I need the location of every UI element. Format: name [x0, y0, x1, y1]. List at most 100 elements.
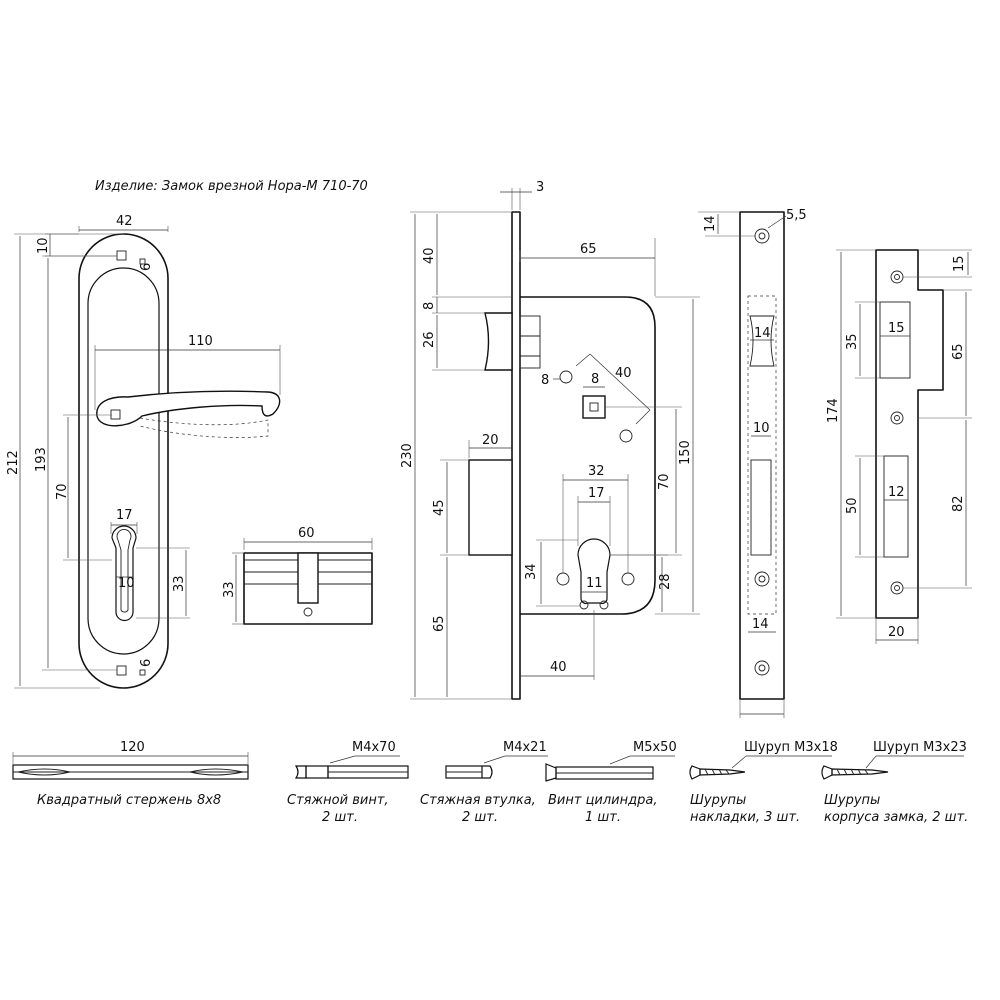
dim-handle-bottom-small: 6 [139, 659, 154, 667]
dim-screw-offset: 40 [615, 366, 632, 381]
dim-spindle-square: 8 [591, 372, 599, 387]
dim-handle-cyl-height: 33 [172, 575, 187, 592]
sleeve-m4x21-size: М4х21 [503, 740, 547, 755]
woodscrew-m3x18-caption: Шурупы [690, 793, 746, 808]
screw-m5x50-qty: 1 шт. [585, 810, 621, 825]
dim-latch-gap: 8 [422, 302, 437, 310]
handle-keyhole [111, 525, 137, 622]
lock-faceplate [511, 211, 521, 700]
spindle-hub [582, 395, 606, 419]
sleeve-m4x21-qty: 2 шт. [462, 810, 498, 825]
dim-lock-total-height: 230 [400, 443, 415, 468]
dim-strike-top-offset: 15 [952, 255, 967, 272]
dim-strike-upper-span: 65 [951, 343, 966, 360]
dim-strike-latch-height: 35 [845, 333, 860, 350]
dim-spindle-hole: 8 [541, 373, 549, 388]
dim-lock-cyl-width: 17 [588, 486, 605, 501]
lock-body: 3 65 40 8 26 230 8 8 40 20 45 65 [400, 180, 700, 700]
dim-strike-lower-span: 82 [951, 495, 966, 512]
dim-strike-latch-width: 15 [888, 321, 905, 336]
parts-row: 120 Квадратный стержень 8х8 М4х70 Стяжно… [12, 740, 968, 825]
dead-bolt [468, 459, 513, 556]
dim-faceplate-latch: 14 [754, 326, 771, 341]
dim-backset: 40 [550, 660, 567, 675]
part-woodscrew-m3x18: Шуруп М3х18 Шурупы накладки, 3 шт. [689, 740, 838, 825]
woodscrew-m3x23-size: Шуруп М3х23 [873, 740, 967, 755]
faceplate-bolt-slot [750, 459, 772, 556]
dim-cylinder-height: 33 [222, 581, 237, 598]
lock-cylinder-cutout [577, 538, 611, 605]
cylinder-cam [297, 552, 319, 604]
dim-bolt-to-bottom: 65 [432, 615, 447, 632]
latch-bolt [484, 312, 513, 371]
dim-lever-to-cylinder: 70 [55, 483, 70, 500]
screw-m4x70-qty: 2 шт. [322, 810, 358, 825]
dim-strike-bolt-height: 50 [845, 497, 860, 514]
spindle-square [110, 409, 121, 420]
dim-handle-cyl-width: 17 [116, 508, 133, 523]
screw-m5x50-size: М5х50 [633, 740, 677, 755]
top-screw-square [116, 250, 127, 261]
faceplate-front: 14 5,5 14 10 14 [698, 208, 807, 718]
part-screw-m4x70: М4х70 Стяжной винт, 2 шт. [287, 740, 409, 825]
dim-strike-bolt-width: 12 [888, 485, 905, 500]
dim-faceplate-bottom: 14 [752, 617, 769, 632]
faceplate-strip [739, 211, 785, 700]
dim-cylinder-length: 60 [298, 526, 315, 541]
woodscrew-m3x18-qty: накладки, 3 шт. [690, 810, 800, 825]
product-title: Изделие: Замок врезной Нора-М 710-70 [95, 179, 368, 194]
lever-handle [96, 390, 281, 427]
dim-bolt-width: 20 [482, 433, 499, 448]
dim-faceplate-bolt: 10 [753, 421, 770, 436]
spindle-size: 120 [120, 740, 145, 755]
dim-handle-total-height: 212 [6, 450, 21, 475]
lock-case [520, 296, 656, 615]
part-sleeve-m4x21: М4х21 Стяжная втулка, 2 шт. [420, 740, 548, 825]
dim-handle-top-small: 6 [139, 263, 154, 271]
dim-center-distance: 70 [657, 473, 672, 490]
dim-faceplate-top-offset: 14 [703, 215, 718, 232]
strike-bolt-opening [883, 455, 909, 558]
dim-faceplate-thickness: 3 [536, 180, 544, 195]
woodscrew-m3x18-size: Шуруп М3х18 [744, 740, 838, 755]
woodscrew-m3x23-caption: Шурупы [824, 793, 880, 808]
fixing-hole-upper [559, 370, 573, 384]
woodscrew-m3x23-qty: корпуса замка, 2 шт. [824, 810, 968, 825]
screw-m4x70-size: М4х70 [352, 740, 396, 755]
part-spindle: 120 Квадратный стержень 8х8 [12, 740, 249, 808]
faceplate-hole-top [754, 228, 770, 244]
dim-handle-cyl-pin: 10 [118, 576, 135, 591]
bottom-screw-square [116, 665, 127, 676]
part-screw-m5x50: М5х50 Винт цилиндра, 1 шт. [545, 740, 677, 825]
faceplate-hole-bottom [754, 660, 770, 676]
dim-lock-cyl-pin: 11 [586, 576, 603, 591]
dim-cyl-spacing: 32 [588, 464, 605, 479]
sleeve-m4x21-caption: Стяжная втулка, [420, 793, 536, 808]
cyl-side-hole-left [556, 572, 570, 586]
part-woodscrew-m3x23: Шуруп М3х23 Шурупы корпуса замка, 2 шт. [821, 740, 968, 825]
dim-latch-height: 26 [422, 331, 437, 348]
dim-strike-width: 20 [888, 625, 905, 640]
dim-top-to-latch: 40 [422, 247, 437, 264]
bottom-small-square [139, 669, 146, 676]
dim-lock-cyl-height: 34 [524, 563, 539, 580]
strike-plate: 15 174 35 15 65 50 12 82 20 [826, 249, 972, 644]
dim-handle-inner-height: 193 [34, 447, 49, 472]
dim-lock-depth: 65 [580, 242, 597, 257]
dim-bolt-height: 45 [432, 499, 447, 516]
escutcheon-inner [87, 267, 160, 655]
handle-keyhole-inner [116, 528, 132, 613]
dim-handle-top-gap: 10 [36, 237, 51, 254]
cylinder-screw-hole [303, 607, 313, 617]
dim-lever-length: 110 [188, 334, 213, 349]
faceplate-latch-slot [749, 315, 775, 367]
top-small-square [139, 258, 146, 265]
dim-handle-width: 42 [116, 214, 133, 229]
handle-escutcheon: 42 10 6 212 193 110 70 17 10 33 6 [6, 214, 281, 689]
dim-case-height: 150 [678, 440, 693, 465]
screw-m5x50-caption: Винт цилиндра, [548, 793, 657, 808]
dim-faceplate-hole: 5,5 [786, 208, 807, 223]
dim-cyl-to-bottom: 28 [658, 573, 673, 590]
spindle-caption: Квадратный стержень 8х8 [37, 793, 221, 808]
